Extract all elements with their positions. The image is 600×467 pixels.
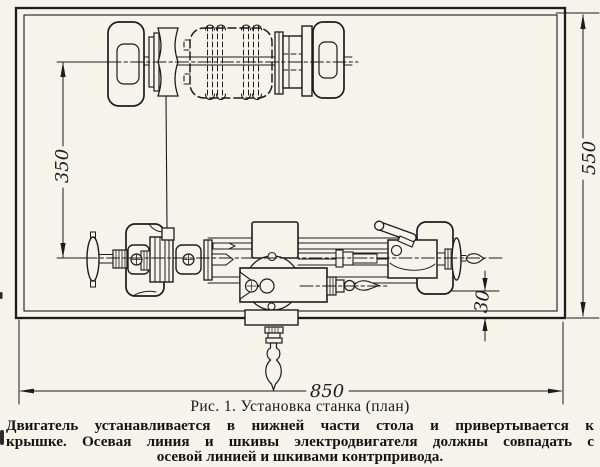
- arrowhead-up-icon: [60, 62, 66, 77]
- arrowhead-down-icon: [580, 302, 586, 317]
- figure-caption-title: Рис. 1. Установка станка (план): [190, 398, 410, 415]
- arrowhead-up-icon: [482, 318, 488, 331]
- lathe-assembly: [83, 220, 504, 392]
- dimension-30: 30: [451, 270, 500, 342]
- arrowhead-left-icon: [19, 388, 34, 394]
- dimension-550: 550: [555, 12, 600, 319]
- dimension-350: 350: [52, 61, 113, 259]
- lead-screw: [297, 249, 391, 268]
- tailstock-handwheel: [451, 237, 462, 281]
- caption-line-2: крышке. Осевая линия и шкивы электродвиг…: [6, 432, 594, 450]
- headstock: [125, 223, 237, 297]
- headstock-handwheel: [86, 231, 128, 288]
- tailstock: [374, 220, 485, 295]
- tailstock-lever: [374, 220, 417, 243]
- figure-caption-body: Двигатель устанавливается в нижней части…: [0, 418, 600, 465]
- arrowhead-right-icon: [548, 388, 563, 394]
- dimension-label-30: 30: [471, 289, 494, 314]
- dimension-label-850: 850: [310, 381, 344, 402]
- caption-line-1: Двигатель устанавливается в нижней части…: [6, 417, 594, 434]
- motor-assembly: [107, 21, 359, 229]
- dimension-label-550: 550: [579, 141, 600, 175]
- apron: [244, 309, 299, 326]
- dimension-label-350: 350: [52, 149, 73, 183]
- dimension-850: 850: [18, 319, 564, 405]
- arrowhead-up-icon: [580, 14, 586, 29]
- belt-clamp: [161, 227, 175, 241]
- caption-line-3: осевой линией и шкивами контрпривода.: [156, 448, 444, 466]
- arrowhead-down-icon: [60, 243, 66, 258]
- figure-caption: Рис. 1. Установка станка (план) Двигател…: [0, 398, 600, 465]
- carriage: [239, 221, 328, 326]
- hanging-handle: [264, 326, 284, 392]
- arrowhead-down-icon: [482, 278, 488, 291]
- left-bearing-bracket: [107, 21, 145, 107]
- scan-speck: [0, 292, 4, 445]
- right-bearing-bracket: [312, 21, 345, 99]
- motor-pulley-right: [274, 25, 313, 97]
- belt-line: [165, 95, 168, 229]
- motor-body-hidden: [183, 27, 273, 99]
